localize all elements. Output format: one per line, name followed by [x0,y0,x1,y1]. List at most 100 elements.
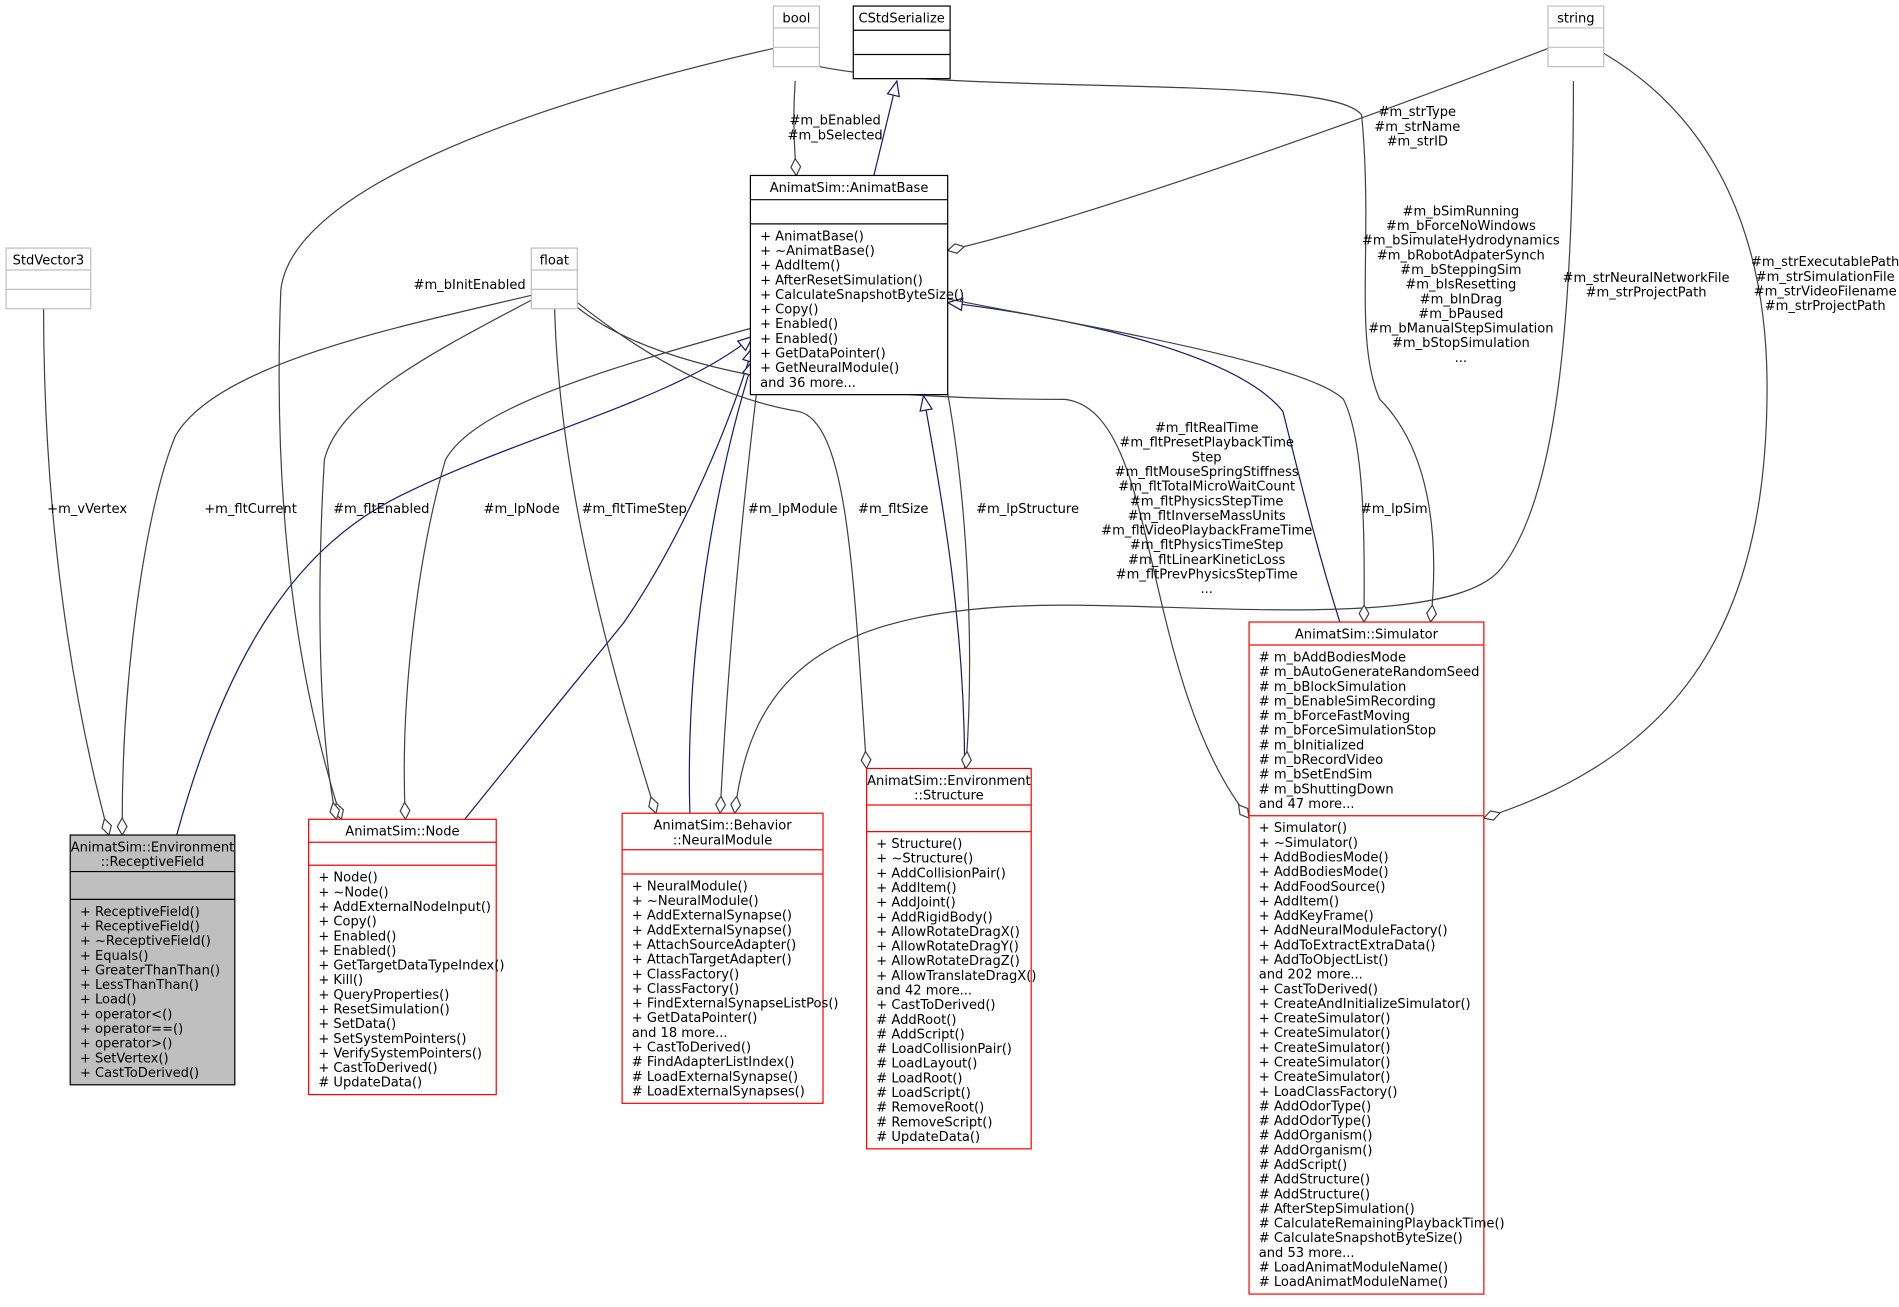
class-box-receptivefield [69,834,236,1086]
class-member: + AddFoodSource() [1259,880,1386,895]
edge-label-binitenabled: #m_bInitEnabled [414,278,526,293]
edge-label-lpmodule: #m_lpModule [748,502,838,517]
class-member: + CreateSimulator() [1259,1070,1391,1085]
class-member: and 47 more... [1259,797,1355,812]
class-member: + AddExternalSynapse() [632,909,792,924]
class-node-structure[interactable]: AnimatSim::Environment::Structure+ Struc… [865,767,1037,1150]
class-member: # AddRoot() [876,1013,956,1028]
class-member: + GetDataPointer() [632,1011,758,1026]
class-member: + CreateSimulator() [1259,1012,1391,1027]
class-member: + GreaterThanThan() [80,963,220,978]
class-member: # m_bRecordVideo [1259,753,1383,768]
edge-label-fltrealtime: #m_fltPhysicsStepTime [1130,494,1284,509]
edge-label-fltrealtime: #m_fltPrevPhysicsStepTime [1116,567,1298,582]
class-member: # LoadRoot() [876,1071,962,1086]
class-member: # RemoveScript() [876,1115,992,1130]
class-title: bool [782,12,810,27]
edge-label-strexec: #m_strSimulationFile [1756,270,1895,285]
edge-label-fltrealtime: ... [1200,582,1212,597]
class-node-bool[interactable]: bool [772,5,820,68]
class-node-receptivefield[interactable]: AnimatSim::Environment::ReceptiveField+ … [69,834,236,1086]
class-member: and 202 more... [1259,968,1363,983]
class-member: + AnimatBase() [760,229,864,244]
edge-label-bsimrunning: #m_bStopSimulation [1392,336,1530,351]
class-node-neuralmodule[interactable]: AnimatSim::Behavior::NeuralModule+ Neura… [621,812,839,1104]
edge-label-bsimrunning: #m_bIsResetting [1405,278,1516,293]
class-node-simulator[interactable]: AnimatSim::Simulator# m_bAddBodiesMode# … [1248,621,1505,1295]
class-box-float [530,247,578,310]
class-node-node[interactable]: AnimatSim::Node+ Node()+ ~Node()+ AddExt… [308,818,505,1096]
class-member: + Kill() [318,973,363,988]
class-member: + VerifySystemPointers() [318,1046,482,1061]
class-member: # m_bEnableSimRecording [1259,694,1436,709]
class-node-float[interactable]: float [530,247,578,310]
class-member: + CastToDerived() [632,1041,751,1056]
edge-label-vertex: +m_vVertex [47,502,127,517]
edge-use-animatbase-structure [947,393,972,770]
class-member: # m_bShuttingDown [1259,782,1394,797]
class-member: + operator==() [80,1022,183,1037]
edge-use-float-simulator [576,306,1250,820]
class-member: + Equals() [80,949,149,964]
class-member: + CastToDerived() [80,1066,199,1081]
edge-label-fltrealtime: Step [1192,450,1222,465]
class-node-animatbase[interactable]: AnimatSim::AnimatBase+ AnimatBase()+ ~An… [749,174,964,396]
class-member: + AddToObjectList() [1259,953,1389,968]
class-box-stdvector3 [5,247,92,310]
class-member: # m_bAddBodiesMode [1259,650,1406,665]
edge-label-lpnode: #m_lpNode [484,502,560,517]
edge-label-fltrealtime: #m_fltPresetPlaybackTime [1119,436,1294,451]
class-member: # LoadAnimatModuleName() [1259,1275,1448,1290]
class-member: + AllowRotateDragX() [876,925,1020,940]
class-member: # m_bForceSimulationStop [1259,724,1436,739]
class-title: ::ReceptiveField [101,855,205,870]
class-member: + AttachTargetAdapter() [632,953,792,968]
class-member: + GetTargetDataTypeIndex() [318,959,504,974]
class-member: + ~NeuralModule() [632,894,759,909]
class-member: # CalculateSnapshotByteSize() [1259,1231,1463,1246]
edge-label-fltrealtime: #m_fltVideoPlaybackFrameTime [1101,524,1312,539]
edge-label-strtype: #m_strID [1387,134,1448,149]
class-member: # LoadScript() [876,1086,971,1101]
edge-use-animatbase-simulator [947,298,1370,624]
class-title: CStdSerialize [859,12,945,27]
class-member: + CreateSimulator() [1259,1056,1391,1071]
class-member: + Load() [80,993,137,1008]
class-member: + AddKeyFrame() [1259,909,1374,924]
class-member: # m_bBlockSimulation [1259,680,1407,695]
class-member: + ClassFactory() [632,967,739,982]
edge-label-benabled: #m_bSelected [788,128,883,143]
edge-use-animatbase-node [399,326,757,821]
class-member: + Node() [318,871,377,886]
edge-use-float-receptivefield [116,294,532,837]
class-member: # AddStructure() [1259,1187,1370,1202]
edge-label-strneural: #m_strProjectPath [1586,286,1707,301]
edge-label-bsimrunning: ... [1455,351,1467,366]
class-member: + AddJoint() [876,896,955,911]
edge-label-flttimestep: #m_fltTimeStep [582,502,687,517]
edge-label-fltrealtime: #m_fltPhysicsTimeStep [1130,538,1284,553]
edge-use-stdvector3-receptivefield [42,307,113,837]
class-member: + Copy() [760,303,818,318]
class-node-string[interactable]: string [1547,5,1605,68]
class-member: + AfterResetSimulation() [760,273,923,288]
edge-label-bsimrunning: #m_bManualStepSimulation [1368,322,1553,337]
class-member: + AddExternalNodeInput() [318,900,491,915]
class-member: + AddItem() [760,259,840,274]
edge-label-bsimrunning: #m_bInDrag [1420,292,1502,307]
class-member: # m_bForceFastMoving [1259,709,1410,724]
class-box-neuralmodule [621,812,824,1104]
class-node-stdvector3[interactable]: StdVector3 [5,247,92,310]
class-member: + Enabled() [760,332,838,347]
class-member: + ResetSimulation() [318,1003,449,1018]
class-node-cstdserialize[interactable]: CStdSerialize [852,5,951,80]
class-member: + NeuralModule() [632,879,748,894]
class-member: + Simulator() [1259,821,1347,836]
class-member: + Enabled() [760,317,838,332]
edge-label-strtype: #m_strType [1379,105,1457,120]
class-member: + ~AnimatBase() [760,244,875,259]
class-member: + AllowRotateDragZ() [876,954,1020,969]
class-member: + AddItem() [1259,894,1339,909]
class-title: float [540,254,569,269]
class-member: + LessThanThan() [80,978,199,993]
